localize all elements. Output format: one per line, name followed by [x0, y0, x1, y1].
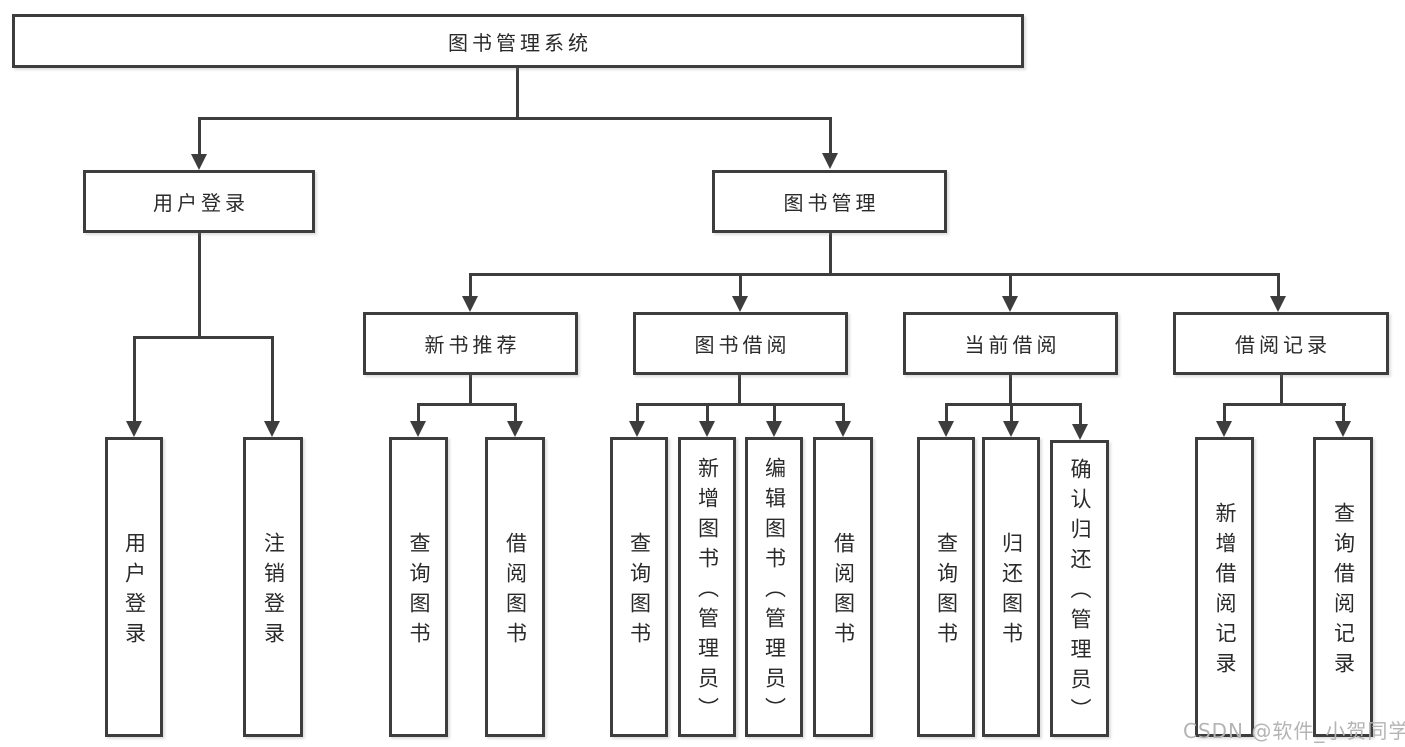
arrowhead-down-icon [835, 421, 851, 437]
node-borrow-record: 借阅记录 [1173, 312, 1389, 375]
node-label: 用户登录 [122, 531, 147, 652]
node-borrow-book-leaf: 借阅图书 [813, 437, 873, 737]
connector-groupD-child2-stem [1342, 403, 1345, 421]
node-label: 归还图书 [999, 531, 1024, 652]
connector-groupD-down [1280, 375, 1283, 405]
connector-user-login-rail [133, 336, 274, 339]
arrowhead-down-icon [938, 421, 954, 437]
node-query-borrow-record-leaf: 查询借阅记录 [1313, 437, 1373, 737]
node-borrow-book-leaf: 借阅图书 [485, 437, 545, 737]
node-logout-leaf: 注销登录 [243, 437, 303, 737]
arrowhead-down-icon [462, 296, 478, 312]
connector-groupB-child3-stem [773, 403, 776, 421]
arrowhead-down-icon [1216, 421, 1232, 437]
node-user-login-leaf: 用户登录 [105, 437, 163, 737]
connector-logout-stem [271, 336, 274, 421]
node-label: 查询借阅记录 [1331, 501, 1356, 682]
node-query-book-leaf: 查询图书 [610, 437, 668, 737]
connector-book-mgmt-stem [829, 117, 832, 154]
arrowhead-down-icon [1072, 424, 1088, 440]
arrowhead-down-icon [410, 421, 426, 437]
connector-groupD-child1-stem [1223, 403, 1226, 421]
arrowhead-down-icon [822, 153, 838, 169]
node-label: 借阅图书 [503, 531, 528, 652]
connector-groupC-down [1009, 375, 1012, 405]
connector-login-stem [133, 336, 136, 421]
watermark: CSDN @软件_小贺同学 [1183, 719, 1405, 743]
connector-l3-rail [469, 273, 1280, 276]
node-label: 注销登录 [261, 531, 286, 652]
connector-groupA-child2-stem [514, 403, 517, 421]
node-label: 查询图书 [934, 531, 959, 652]
connector-l2-rail [198, 117, 832, 120]
arrowhead-down-icon [191, 154, 207, 170]
connector-current-borrow-stem [1009, 273, 1012, 296]
node-label: 查询图书 [627, 531, 652, 652]
arrowhead-down-icon [1002, 296, 1018, 312]
connector-groupB-child2-stem [706, 403, 709, 421]
connector-book-borrow-stem [739, 273, 742, 296]
connector-groupA-rail [417, 403, 517, 406]
node-confirm-return-admin-leaf: 确认归还（管理员） [1050, 440, 1109, 737]
arrowhead-down-icon [264, 421, 280, 437]
arrowhead-down-icon [732, 296, 748, 312]
connector-groupB-rail [636, 403, 845, 406]
node-query-book-leaf: 查询图书 [389, 437, 448, 737]
node-label: 编辑图书（管理员） [762, 456, 787, 727]
connector-groupC-child3-stem [1079, 403, 1082, 424]
connector-groupC-child2-stem [1010, 403, 1013, 421]
node-return-book-leaf: 归还图书 [982, 437, 1040, 737]
node-label: 查询图书 [407, 531, 431, 652]
connector-groupA-child1-stem [417, 403, 420, 421]
connector-groupA-down [469, 375, 472, 405]
node-current-borrow: 当前借阅 [903, 312, 1118, 375]
arrowhead-down-icon [1335, 421, 1351, 437]
node-add-book-admin-leaf: 新增图书（管理员） [678, 437, 736, 737]
connector-groupB-child4-stem [842, 403, 845, 421]
connector-new-book-rec-stem [469, 273, 472, 296]
node-label: 确认归还（管理员） [1068, 458, 1092, 728]
node-label: 借阅图书 [831, 531, 856, 652]
node-book-management: 图书管理 [712, 170, 947, 233]
node-edit-book-admin-leaf: 编辑图书（管理员） [745, 437, 803, 737]
node-book-borrow: 图书借阅 [633, 312, 848, 375]
node-root: 图书管理系统 [12, 14, 1024, 68]
arrowhead-down-icon [699, 421, 715, 437]
connector-groupB-child1-stem [636, 403, 639, 421]
connector-groupB-down [738, 375, 741, 405]
node-query-book-leaf: 查询图书 [917, 437, 975, 737]
node-new-book-recommend: 新书推荐 [363, 312, 578, 375]
arrowhead-down-icon [507, 421, 523, 437]
node-label: 新增借阅记录 [1213, 501, 1237, 682]
connector-groupC-child1-stem [945, 403, 948, 421]
arrowhead-down-icon [629, 421, 645, 437]
connector-groupD-rail [1223, 403, 1346, 406]
connector-user-login-stem [198, 117, 201, 154]
arrowhead-down-icon [1270, 296, 1286, 312]
arrowhead-down-icon [1003, 421, 1019, 437]
connector-borrow-record-stem [1277, 273, 1280, 296]
node-add-borrow-record-leaf: 新增借阅记录 [1195, 437, 1254, 737]
connector-book-mgmt-down [829, 233, 832, 276]
connector-user-login-down [198, 233, 201, 339]
connector-groupC-rail [945, 403, 1082, 406]
node-user-login: 用户登录 [83, 170, 315, 233]
arrowhead-down-icon [126, 421, 142, 437]
connector-root-stem [516, 68, 519, 119]
arrowhead-down-icon [766, 421, 782, 437]
node-label: 新增图书（管理员） [695, 456, 720, 727]
